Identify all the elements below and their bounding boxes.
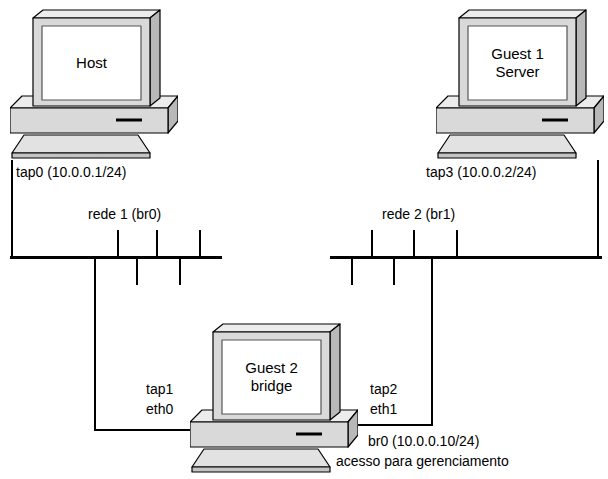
computer-name: Guest 1 Server (479, 45, 557, 81)
interface-label: br0 (10.0.0.10/24) (368, 433, 479, 450)
computer-node: Guest 1 Server (436, 8, 604, 160)
interface-label: tap0 (10.0.0.1/24) (16, 164, 127, 181)
network-cable (95, 259, 190, 430)
interface-label: tap3 (10.0.0.2/24) (426, 164, 537, 181)
bus-stub (456, 230, 458, 257)
bus-stub (393, 258, 395, 285)
network-cable (11, 160, 13, 256)
network-bridge-bus: rede 1 (br0) (10, 256, 222, 259)
network-cable (597, 160, 599, 256)
network-name: rede 2 (br1) (382, 206, 455, 222)
computer-icon (190, 322, 358, 474)
bus-stub (199, 230, 201, 257)
interface-label: eth1 (370, 401, 397, 418)
bus-stub (371, 230, 373, 257)
computer-icon (10, 8, 178, 160)
computer-name: Host (76, 54, 107, 72)
interface-label: eth0 (146, 401, 173, 418)
network-bridge-bus: rede 2 (br1) (330, 256, 602, 259)
network-cable (358, 259, 432, 425)
bus-stub (136, 258, 138, 285)
network-name: rede 1 (br0) (88, 206, 161, 222)
bus-stub (156, 230, 158, 257)
interface-label: tap2 (370, 381, 397, 398)
computer-icon (436, 8, 604, 160)
bus-stub (117, 230, 119, 257)
bus-stub (351, 258, 353, 285)
bus-stub (179, 258, 181, 285)
interface-label: tap1 (146, 381, 173, 398)
bus-stub (413, 230, 415, 257)
computer-node: Host (10, 8, 178, 160)
interface-label: acesso para gerenciamento (336, 453, 509, 470)
computer-name: Guest 2 bridge (233, 359, 311, 395)
computer-node: Guest 2 bridge (190, 322, 358, 474)
